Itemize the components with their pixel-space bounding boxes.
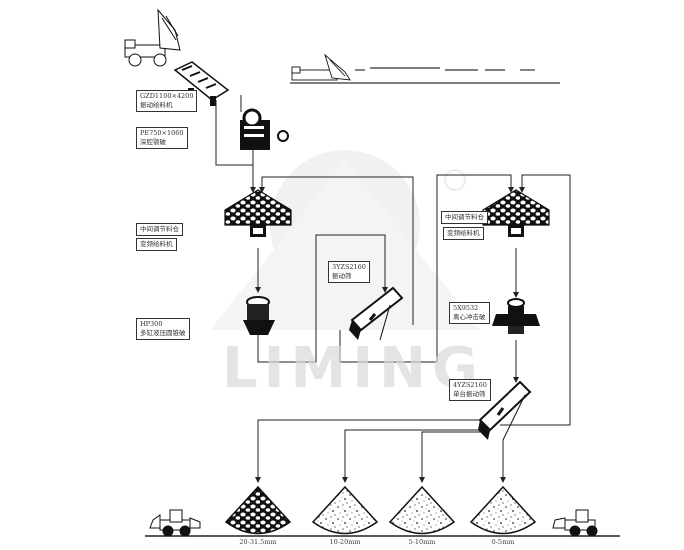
- dump-truck-icon: [124, 8, 181, 67]
- pile-label-coarse: 20-31.5mm: [239, 538, 277, 546]
- jaw-crusher-label: PE750×1060 深腔颚破: [136, 127, 188, 149]
- feeder-label: GZD1100×4200 振动给料机: [136, 90, 198, 112]
- registered-mark-icon: [444, 169, 466, 191]
- bin1-label-a: 中间调节料仓: [136, 223, 183, 236]
- pile-label-sand: 0-5mm: [491, 538, 515, 546]
- feeder-model: GZD1100×4200: [140, 92, 194, 100]
- dump-truck-icon: [291, 53, 351, 81]
- watermark-brand-text: LIMING: [222, 336, 484, 401]
- jaw-crusher-model: PE750×1060: [140, 129, 184, 137]
- impact-crusher-model: 5X9532: [453, 304, 479, 312]
- bin2-name-b: 变频给料机: [447, 229, 480, 237]
- bin1-name-a: 中间调节料仓: [140, 225, 179, 233]
- pile-label-fine: 5-10mm: [408, 538, 436, 546]
- impact-crusher-name: 离心冲击破: [453, 313, 486, 321]
- jaw-crusher: [240, 108, 289, 150]
- bin1-label-b: 变频给料机: [136, 238, 177, 251]
- wheel-loader-icon: [149, 509, 201, 537]
- jaw-crusher-name: 深腔颚破: [140, 138, 166, 146]
- cone-crusher-label: HP300 多缸液压圆锥破: [136, 318, 190, 340]
- screen1-model: 3YZS2160: [332, 263, 366, 271]
- bin2-label-b: 变频给料机: [443, 227, 484, 240]
- pile-label-medium: 10-20mm: [329, 538, 361, 546]
- surge-bin-2: [482, 189, 550, 237]
- screen2-name: 单台振动筛: [453, 390, 486, 398]
- screen1-label: 3YZS2160 振动筛: [328, 261, 370, 283]
- bin2-name-a: 中间调节料仓: [445, 213, 484, 221]
- product-pile-sand: [388, 485, 456, 535]
- bin2-label-a: 中间调节料仓: [441, 211, 488, 224]
- vibrating-screen-2: [478, 380, 532, 441]
- feeder-name: 振动给料机: [140, 101, 173, 109]
- screen2-label: 4YZS2160 单台振动筛: [449, 379, 491, 401]
- product-pile-sand: [311, 485, 379, 535]
- cone-crusher: [243, 296, 275, 335]
- impact-crusher: [492, 298, 540, 334]
- impact-crusher-label: 5X9532 离心冲击破: [449, 302, 490, 324]
- bin1-name-b: 变频给料机: [140, 240, 173, 248]
- cone-crusher-model: HP300: [140, 320, 163, 328]
- wheel-loader-icon: [552, 509, 598, 537]
- screen1-name: 振动筛: [332, 272, 352, 280]
- cone-crusher-name: 多缸液压圆锥破: [140, 329, 186, 337]
- screen2-model: 4YZS2160: [453, 381, 487, 389]
- product-pile-coarse: [224, 485, 292, 535]
- road-dashes: [355, 67, 535, 71]
- surge-bin-1: [224, 189, 292, 237]
- flow-lines: [215, 95, 571, 483]
- product-pile-sand: [469, 485, 537, 535]
- vibrating-screen-1: [349, 286, 404, 341]
